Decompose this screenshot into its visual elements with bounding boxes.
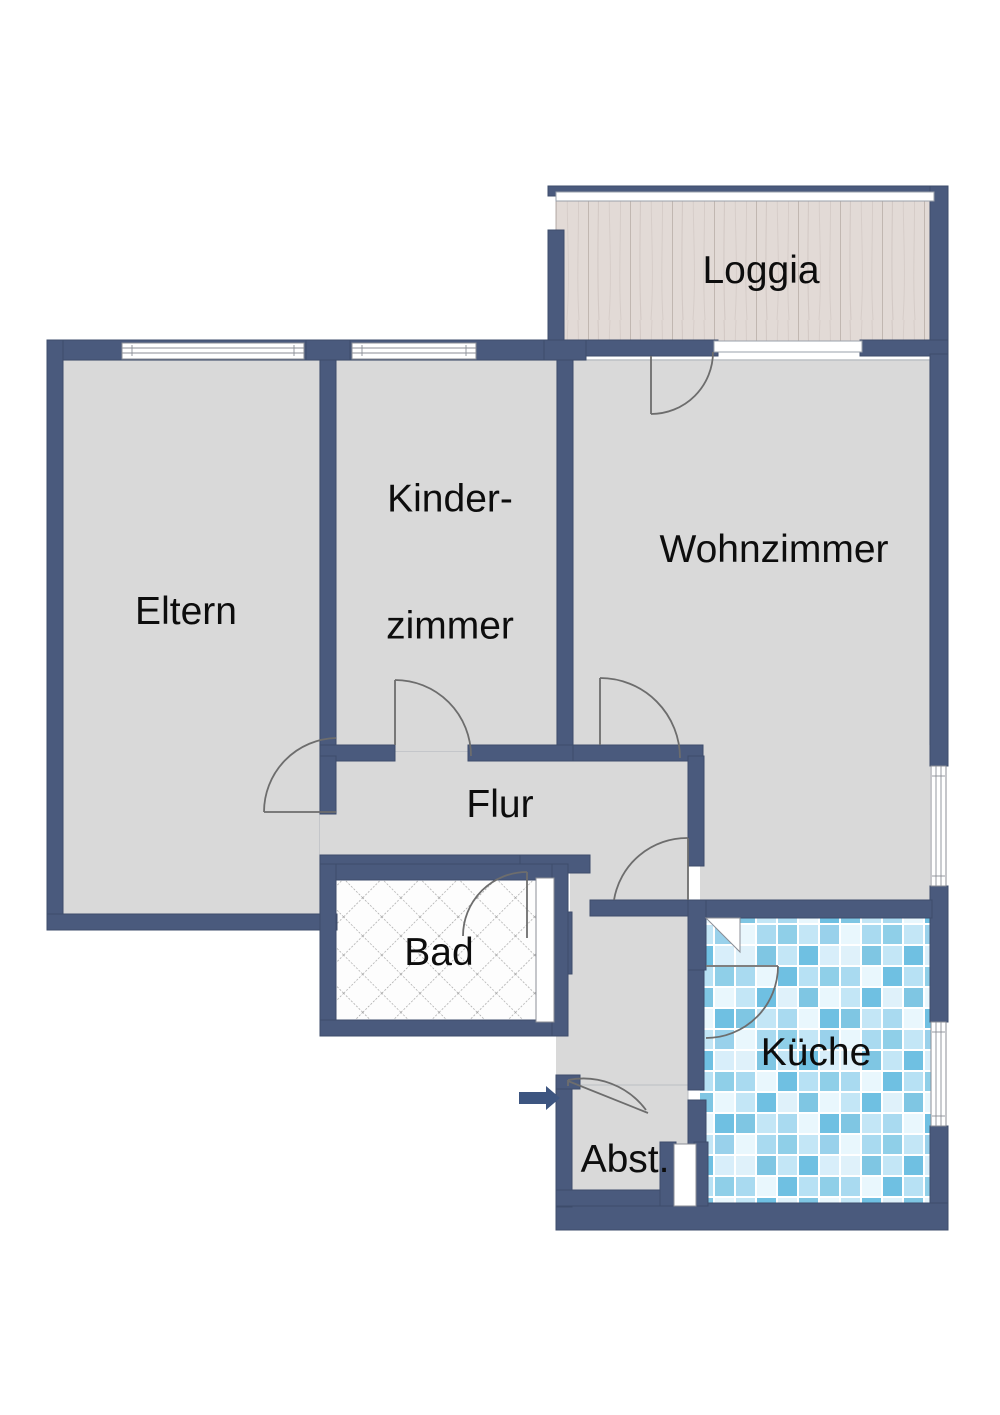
room-kinderzimmer-floor xyxy=(334,359,558,753)
window-loggia-north xyxy=(555,191,935,202)
door-bad xyxy=(462,871,528,938)
wall-south-exterior xyxy=(555,1202,949,1231)
door-leaf-lines xyxy=(567,1080,649,1114)
wall-abst-west xyxy=(555,1084,573,1208)
wall-flur-north-mid xyxy=(467,744,574,762)
room-kueche-floor xyxy=(700,918,932,1204)
room-fills xyxy=(61,195,939,1204)
wall-kueche-west-upper xyxy=(687,899,707,971)
room-loggia xyxy=(555,195,939,347)
wall-bad-west xyxy=(319,863,337,1037)
kueche-niche xyxy=(704,917,741,954)
door-loggia-to-wohnzimmer xyxy=(650,351,714,415)
room-flur-floor xyxy=(320,765,688,865)
room-eltern-floor xyxy=(61,359,321,916)
room-vorraum-floor-2 xyxy=(556,912,688,1087)
wall-bad-north xyxy=(319,863,569,881)
wall-eltern-kinderzimmer-head xyxy=(305,339,351,361)
door-leaf-entrance xyxy=(567,1080,649,1114)
wall-flur-vorraum-jamb xyxy=(589,899,705,917)
door-kinderzimmer-to-flur xyxy=(394,679,472,757)
entry-arrow-icon xyxy=(519,1086,560,1110)
doors xyxy=(263,351,779,1111)
window-kueche-east xyxy=(930,1021,947,1127)
room-wohnzimmer-join xyxy=(698,745,932,759)
room-bad-floor xyxy=(333,872,538,1028)
loggia-floor xyxy=(555,195,939,347)
door-wohnzimmer-to-flur xyxy=(599,677,681,759)
room-wohnzimmer-floor-lower xyxy=(700,752,930,910)
window-loggia-south xyxy=(713,340,863,353)
wall-flur-north-right xyxy=(572,744,704,762)
window-bad-east xyxy=(535,877,555,1023)
wall-flur-north-left xyxy=(319,744,396,762)
wall-kinderzimmer-wohnzimmer-head xyxy=(543,339,587,361)
wall-loggia-east xyxy=(929,185,949,355)
wall-kueche-north xyxy=(697,899,933,919)
wall-west-exterior xyxy=(46,339,64,931)
wall-east-exterior-upper xyxy=(929,353,949,767)
window-eltern-north xyxy=(121,342,305,360)
wall-eltern-kinderzimmer xyxy=(319,343,337,757)
wall-kinderzimmer-wohnzimmer xyxy=(556,343,574,757)
room-wohnzimmer-floor xyxy=(571,359,931,753)
wall-flur-west-jamb xyxy=(319,755,337,815)
windows xyxy=(121,191,947,1207)
window-kinderzimmer-north xyxy=(351,342,477,360)
window-wohnzimmer-east xyxy=(930,765,947,887)
door-eltern-to-flur xyxy=(263,737,337,813)
walls xyxy=(46,185,949,1231)
door-kueche xyxy=(705,965,779,1039)
window-abst-east xyxy=(673,1143,697,1207)
wall-eltern-south xyxy=(46,913,338,931)
wall-bad-south xyxy=(319,1019,569,1037)
wall-loggia-west xyxy=(547,229,565,353)
wall-vorraum-east xyxy=(687,755,705,867)
wall-east-exterior-mid xyxy=(929,885,949,1023)
door-flur-to-vorraum xyxy=(613,837,689,901)
